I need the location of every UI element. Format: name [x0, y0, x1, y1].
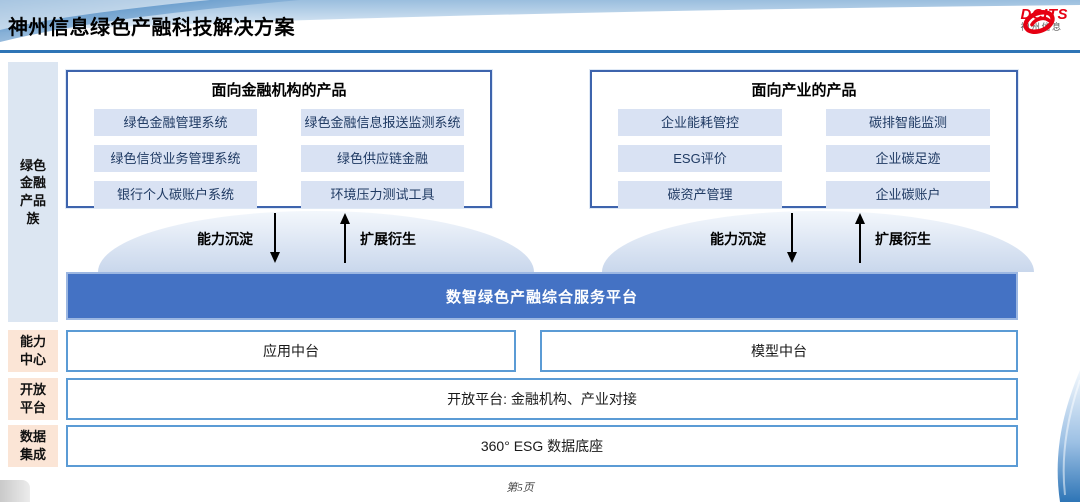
app-middle-platform-box: 应用中台 [66, 330, 516, 372]
product-group-title: 面向金融机构的产品 [211, 82, 347, 99]
rail-line: 金融 [19, 175, 46, 191]
product-item: 绿色信贷业务管理系统 [94, 145, 257, 172]
logo-subtitle: 神州信息 [1020, 21, 1063, 32]
rail-label-data-integration: 数据 集成 [8, 425, 58, 467]
rail-line: 产品 [19, 193, 46, 208]
rail-label-open-platform: 开放 平台 [8, 378, 58, 420]
data-base-box: 360° ESG 数据底座 [66, 425, 1018, 467]
down-arrow-icon [270, 213, 280, 263]
open-platform-box: 开放平台: 金融机构、产业对接 [66, 378, 1018, 420]
product-item: 企业碳足迹 [826, 145, 990, 172]
product-item: 企业能耗管控 [618, 109, 782, 136]
title-underline [0, 50, 1080, 53]
product-item: 碳排智能监测 [826, 109, 990, 136]
product-item: 绿色供应链金融 [301, 145, 464, 172]
rail-label-capability-center: 能力 中心 [8, 330, 58, 372]
product-item: 绿色金融管理系统 [94, 109, 257, 136]
rail-line: 中心 [19, 352, 46, 367]
header-banner: 神州信息绿色产融科技解决方案 DCITS 神州信息 [0, 0, 1080, 55]
expand-derive-label: 扩展衍生 [875, 231, 931, 247]
platform-title: 数智绿色产融综合服务平台 [445, 288, 638, 306]
rail-line: 集成 [19, 447, 46, 462]
rail-line: 绿色 [19, 157, 46, 173]
product-group-title: 面向产业的产品 [751, 82, 857, 99]
product-chip-grid: 企业能耗管控 碳排智能监测 ESG评价 企业碳足迹 碳资产管理 企业碳账户 [618, 109, 990, 208]
expand-derive-label: 扩展衍生 [360, 231, 416, 247]
capability-settle-label: 能力沉淀 [710, 231, 766, 247]
bottom-left-shape [0, 480, 30, 502]
rail-line: 平台 [19, 400, 46, 415]
dome-decoration-right [602, 211, 1034, 272]
rail-line: 能力 [19, 334, 46, 350]
platform-bar: 数智绿色产融综合服务平台 [66, 272, 1018, 320]
dcits-logo: DCITS 神州信息 [1020, 7, 1069, 34]
up-arrow-icon [855, 213, 865, 263]
model-middle-platform-label: 模型中台 [751, 343, 807, 359]
product-item: 绿色金融信息报送监测系统 [301, 109, 464, 136]
model-middle-platform-box: 模型中台 [540, 330, 1018, 372]
data-base-label: 360° ESG 数据底座 [480, 438, 604, 454]
open-platform-label: 开放平台: 金融机构、产业对接 [447, 391, 637, 407]
down-arrow-icon [787, 213, 797, 263]
rail-label-product-family: 绿色 金融 产品 族 [8, 62, 58, 322]
bottom-right-swoosh [1057, 370, 1080, 502]
rail-line: 族 [26, 210, 40, 226]
product-chip-grid: 绿色金融管理系统 绿色金融信息报送监测系统 绿色信贷业务管理系统 绿色供应链金融… [94, 109, 464, 208]
product-item: 环境压力测试工具 [301, 181, 464, 208]
capability-settle-label: 能力沉淀 [197, 231, 253, 247]
app-middle-platform-label: 应用中台 [263, 343, 319, 359]
product-item: 碳资产管理 [618, 181, 782, 208]
product-item: 银行个人碳账户系统 [94, 181, 257, 208]
logo-swirl-icon [1022, 10, 1055, 34]
product-item: 企业碳账户 [826, 181, 990, 208]
banner-swoosh-decoration [0, 0, 1080, 42]
dome-decoration-left [98, 211, 534, 272]
up-arrow-icon [340, 213, 350, 263]
rail-line: 开放 [19, 382, 46, 398]
product-group-industry: 面向产业的产品 企业能耗管控 碳排智能监测 ESG评价 企业碳足迹 碳资产管理 … [590, 70, 1018, 208]
page-title: 神州信息绿色产融科技解决方案 [8, 17, 295, 39]
rail-line: 数据 [19, 429, 46, 445]
product-item: ESG评价 [618, 145, 782, 172]
product-group-financial: 面向金融机构的产品 绿色金融管理系统 绿色金融信息报送监测系统 绿色信贷业务管理… [66, 70, 492, 208]
page-number: 第5页 [506, 482, 534, 494]
